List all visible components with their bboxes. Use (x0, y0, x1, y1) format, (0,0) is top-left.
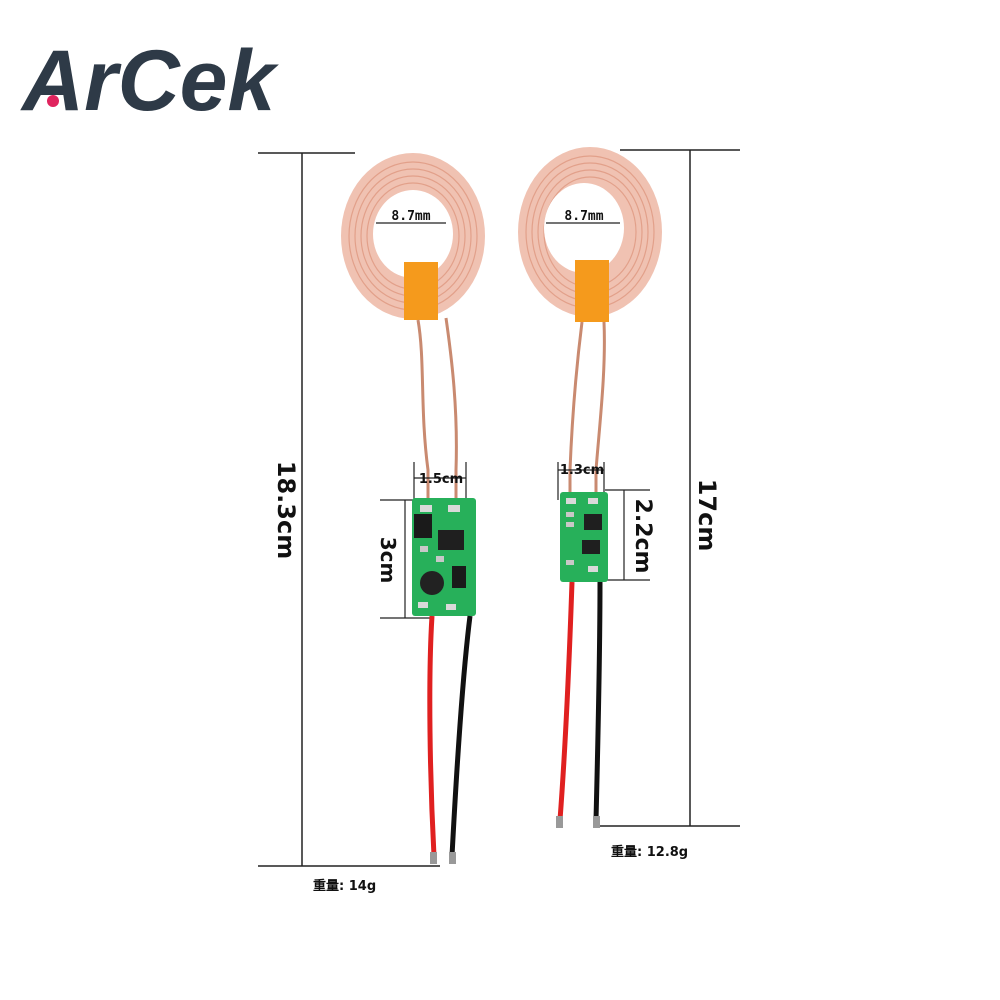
logo-text: ArCek (20, 33, 280, 129)
right-coil-tape (575, 260, 609, 322)
brand-logo: ArCek (20, 33, 280, 129)
right-black-wire (593, 581, 603, 821)
left-total-length-label: 18.3cm (272, 461, 300, 559)
logo-dot-icon (47, 95, 59, 107)
left-red-wire (427, 615, 437, 857)
right-board-width-label: 1.3cm (560, 463, 604, 478)
left-black-wire (449, 615, 473, 857)
left-module: 18.3cm 8.7mm 1.5cm 3cm (258, 152, 485, 894)
right-coil-inner-label: 8.7mm (564, 209, 603, 224)
right-red-wire (557, 581, 575, 821)
left-coil-tape (404, 262, 438, 320)
right-lead-1 (568, 321, 584, 500)
left-board-width-label: 1.5cm (419, 472, 463, 487)
left-lead-2 (444, 317, 458, 500)
left-coil-inner-label: 8.7mm (391, 209, 430, 224)
right-pcb-board (560, 492, 608, 582)
left-weight-label: 重量: 14g (313, 878, 376, 894)
right-total-length-label: 17cm (693, 479, 721, 552)
right-weight-label: 重量: 12.8g (611, 844, 688, 860)
left-board-height-label: 3cm (376, 537, 400, 584)
left-pcb-board (412, 498, 476, 616)
right-module: 17cm 8.7mm 1.3cm 2.2cm (518, 147, 740, 860)
right-coil: 8.7mm (518, 147, 662, 322)
left-lead-1 (416, 319, 430, 500)
right-lead-2 (594, 321, 606, 500)
right-board-height-label: 2.2cm (630, 499, 655, 574)
left-coil: 8.7mm (341, 153, 485, 320)
